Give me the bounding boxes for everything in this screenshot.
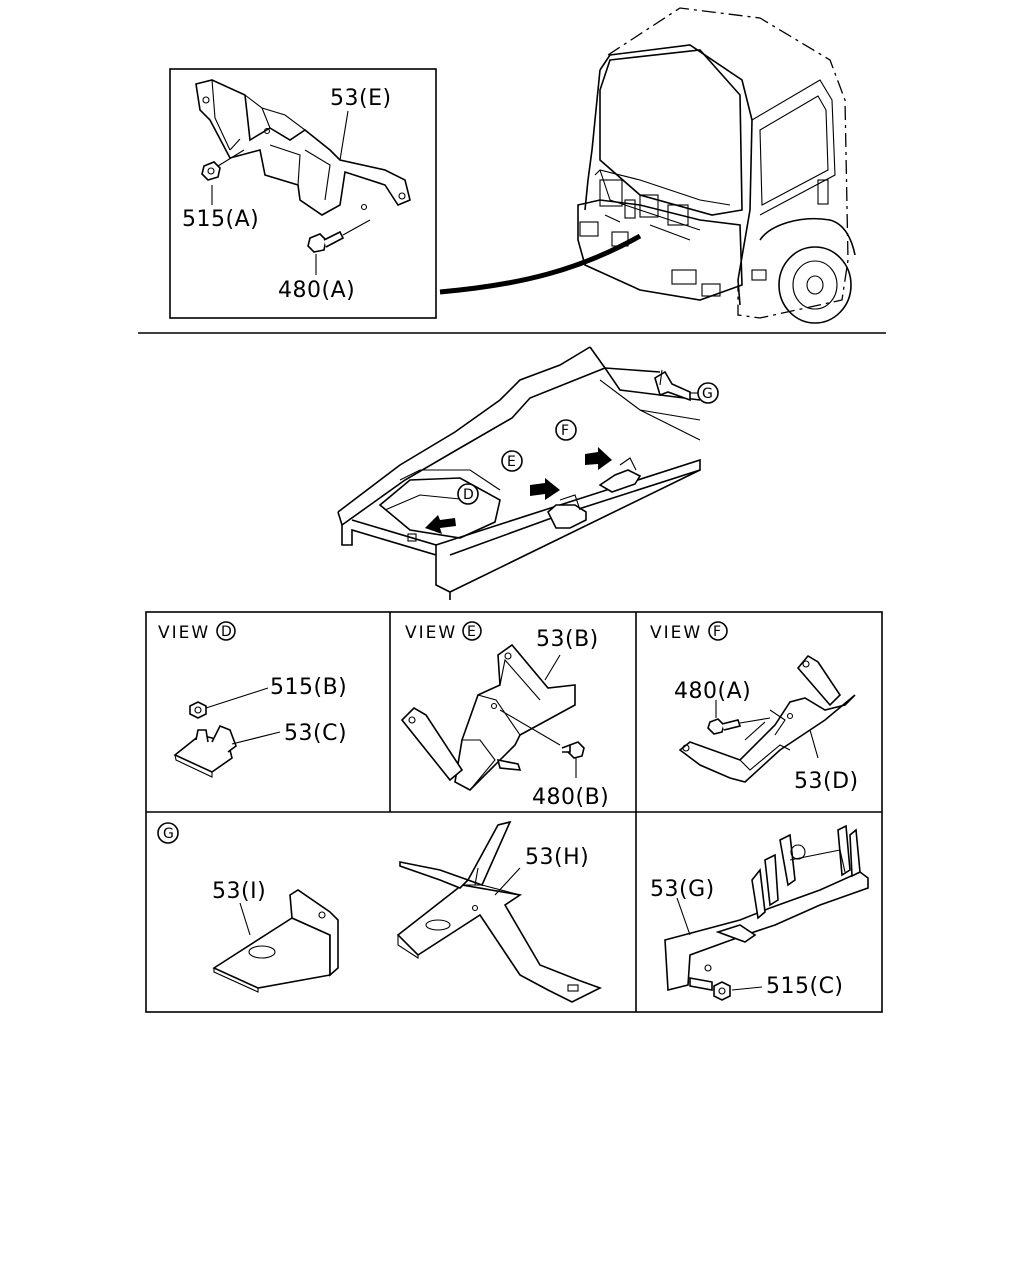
view-e-word: VIEW bbox=[405, 623, 457, 643]
bracket-53d-drawing bbox=[678, 654, 856, 783]
bracket-53h-drawing bbox=[396, 820, 603, 1003]
bracket-53e-drawing bbox=[195, 79, 411, 216]
view-f-panel: VIEW F 480(A) 53(D) bbox=[650, 621, 859, 794]
bolt-480a-drawing bbox=[307, 219, 371, 253]
label-53i: 53(I) bbox=[212, 879, 266, 904]
view-f-word: VIEW bbox=[650, 623, 702, 643]
nut-515c-drawing bbox=[689, 977, 763, 1001]
marker-e: E bbox=[507, 454, 516, 470]
label-53g: 53(G) bbox=[650, 877, 715, 902]
view-d-word: VIEW bbox=[158, 623, 210, 643]
marker-d: D bbox=[463, 487, 474, 503]
label-53d: 53(D) bbox=[794, 769, 859, 794]
view-g-panel: G 53(I) 53(H) bbox=[157, 820, 869, 1003]
label-480a-inset: 480(A) bbox=[278, 278, 355, 303]
bracket-53c-drawing bbox=[173, 724, 281, 778]
bolt-480a-f-drawing bbox=[707, 700, 771, 741]
bracket-53b-drawing bbox=[400, 643, 576, 791]
truck-cab-drawing bbox=[577, 7, 856, 324]
label-480b: 480(B) bbox=[532, 785, 609, 810]
view-e-letter: E bbox=[467, 624, 476, 640]
nut-515b-drawing bbox=[189, 687, 269, 719]
marker-g: G bbox=[702, 386, 713, 402]
callout-line bbox=[439, 233, 642, 295]
label-53c: 53(C) bbox=[284, 721, 347, 746]
label-515a: 515(A) bbox=[182, 207, 259, 232]
view-f-letter: F bbox=[713, 624, 721, 640]
label-480a-f: 480(A) bbox=[674, 679, 751, 704]
label-515c: 515(C) bbox=[766, 974, 844, 999]
views-grid bbox=[145, 611, 883, 1013]
label-53e: 53(E) bbox=[330, 86, 392, 111]
label-515b: 515(B) bbox=[270, 675, 347, 700]
bolt-480b-drawing bbox=[499, 709, 585, 778]
view-d-panel: VIEW D 515(B) 53(C) bbox=[158, 621, 347, 778]
nut-515a-drawing bbox=[201, 149, 245, 181]
bracket-53g-drawing bbox=[664, 824, 869, 992]
label-53b: 53(B) bbox=[536, 627, 599, 652]
view-e-panel: VIEW E 53(B) 480(B) bbox=[400, 621, 609, 810]
marker-f: F bbox=[561, 423, 569, 439]
inset-panel: 53(E) 515(A) 480(A) bbox=[169, 68, 437, 319]
label-53h: 53(H) bbox=[525, 845, 589, 870]
chassis-frame-drawing: D E F G bbox=[337, 346, 719, 600]
view-d-letter: D bbox=[221, 624, 232, 640]
bracket-53i-drawing bbox=[212, 889, 339, 993]
view-g-letter: G bbox=[163, 826, 174, 842]
